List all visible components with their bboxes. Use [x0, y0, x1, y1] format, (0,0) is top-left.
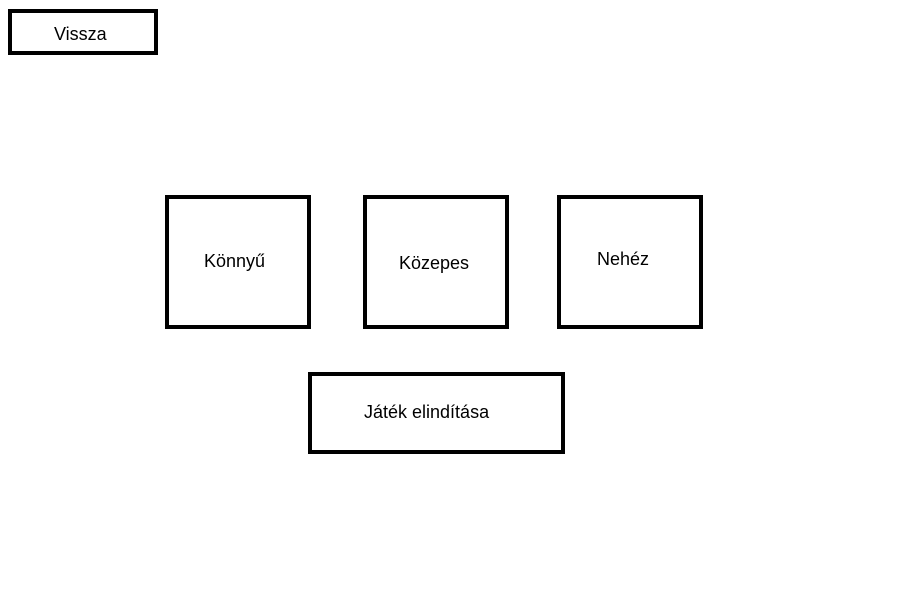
- start-game-button[interactable]: Játék elindítása: [308, 372, 565, 454]
- difficulty-easy-label: Könnyű: [204, 251, 266, 271]
- start-game-label: Játék elindítása: [364, 402, 490, 422]
- back-button-label: Vissza: [54, 24, 107, 44]
- difficulty-medium-label: Közepes: [399, 253, 470, 273]
- difficulty-hard-button[interactable]: Nehéz: [557, 195, 703, 329]
- difficulty-medium-button[interactable]: Közepes: [363, 195, 509, 329]
- back-button[interactable]: Vissza: [8, 9, 158, 55]
- difficulty-hard-label: Nehéz: [597, 249, 650, 269]
- difficulty-easy-button[interactable]: Könnyű: [165, 195, 311, 329]
